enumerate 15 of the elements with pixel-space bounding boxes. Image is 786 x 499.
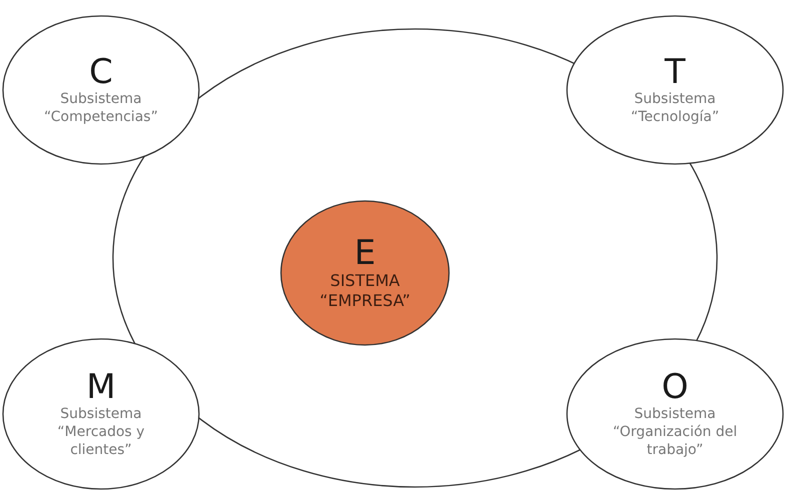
node-label: Subsistema “Competencias” bbox=[43, 90, 159, 126]
node-label: Subsistema “Mercados y clientes” bbox=[56, 405, 146, 459]
node-letter: E bbox=[354, 235, 376, 271]
node-letter: M bbox=[86, 369, 116, 405]
system-ellipse bbox=[280, 200, 450, 346]
subsystem-ellipse bbox=[566, 15, 784, 165]
node-label: Subsistema “Tecnología” bbox=[630, 90, 720, 126]
subsystem-ellipse bbox=[2, 15, 200, 165]
node-letter: O bbox=[662, 369, 688, 405]
node-letter: C bbox=[89, 54, 113, 90]
node-label: SISTEMA “EMPRESA” bbox=[318, 271, 412, 311]
subsystem-ellipse bbox=[2, 338, 200, 490]
node-letter: T bbox=[664, 54, 686, 90]
subsystem-ellipse bbox=[566, 338, 784, 490]
node-label: Subsistema “Organización del trabajo” bbox=[612, 405, 738, 459]
